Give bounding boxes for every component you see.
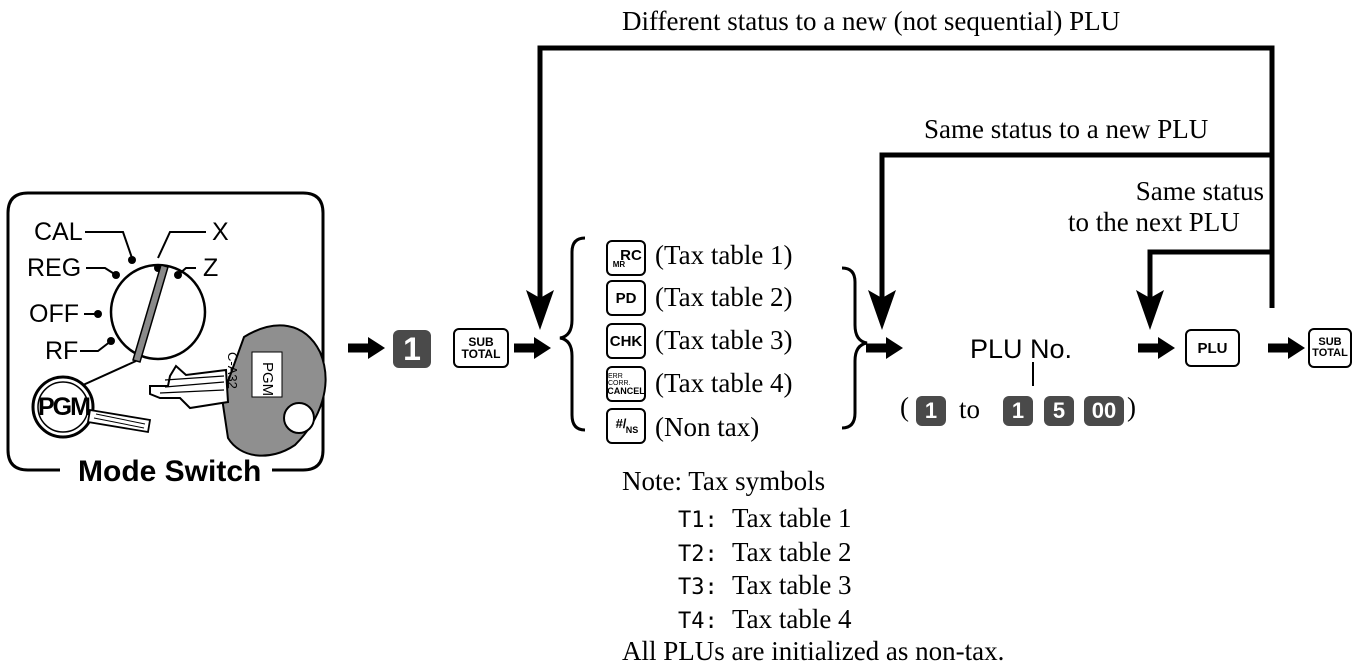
loop-different-status xyxy=(537,45,1275,308)
mode-label-cal: CAL xyxy=(34,218,83,246)
tax-key-ns-top: #/ xyxy=(615,416,627,431)
tax-key-rc: RC MR xyxy=(606,240,646,276)
tax-key-chk-top: CHK xyxy=(609,332,643,350)
right-brace xyxy=(841,266,868,430)
notes-symbol-text: Tax table 2 xyxy=(732,536,852,567)
notes-symbol-list: T1: Tax table 1 T2: Tax table 2 T3: Tax tab… xyxy=(678,503,852,637)
tax-label-4: (Tax table 4) xyxy=(655,368,793,398)
subtotal-key-2-bottom: TOTAL xyxy=(1312,347,1348,359)
loop-same-status-next-label-2: to the next PLU xyxy=(1068,207,1240,237)
loop-different-status-label: Different status to a new (not sequentia… xyxy=(622,6,1121,36)
loop-same-status-new xyxy=(879,152,1272,300)
key-blade xyxy=(149,364,230,410)
subtotal-key-2-top: SUB xyxy=(1318,336,1342,348)
plu-no-label: PLU No. xyxy=(970,334,1073,364)
dial-pointer xyxy=(132,264,169,363)
tax-key-ns-bottom: NS xyxy=(625,425,639,435)
key-number-1: 1 xyxy=(393,330,431,368)
notes-symbol-text: Tax table 3 xyxy=(732,570,852,600)
left-brace xyxy=(559,236,586,432)
notes-footer: All PLUs are initialized as non-tax. xyxy=(622,636,1005,666)
notes-heading: Note: Tax symbols xyxy=(622,466,826,496)
loop-same-status-new-label: Same status to a new PLU xyxy=(924,114,1209,144)
notes-symbol-row: T3: Tax table 3 xyxy=(678,570,852,604)
tax-label-2: (Tax table 2) xyxy=(655,282,793,312)
notes-symbol-row: T4: Tax table 4 xyxy=(678,604,852,638)
plu-open-paren: ( xyxy=(900,392,909,422)
notes-symbol-code: T2: xyxy=(678,541,718,567)
plu-to-key-3: 00 xyxy=(1084,396,1124,426)
tax-label-5: (Non tax) xyxy=(655,412,760,442)
notes-symbol-code: T4: xyxy=(678,608,718,634)
key-code-label: C-A32 xyxy=(225,352,240,389)
plu-from-key: 1 xyxy=(916,396,946,426)
loop-same-status-next-label-1: Same status xyxy=(1135,176,1264,206)
notes-symbol-row: T1: Tax table 1 xyxy=(678,503,852,537)
tax-label-3: (Tax table 3) xyxy=(655,325,793,355)
mode-label-off: OFF xyxy=(29,300,79,328)
notes-symbol-text: Tax table 1 xyxy=(732,503,852,533)
subtotal-key-1: SUB TOTAL xyxy=(453,328,509,368)
tax-key-err-corr: ERR CORR. CANCEL xyxy=(606,366,646,402)
mode-label-z: Z xyxy=(203,254,219,282)
tax-key-ns: #/ NS xyxy=(606,408,646,444)
mode-label-reg: REG xyxy=(27,254,82,282)
tax-key-rc-top: RC xyxy=(620,246,642,264)
tax-key-err-bottom: CANCEL xyxy=(607,385,645,396)
subtotal-key-top: SUB xyxy=(468,335,494,349)
key-pgm-label: PGM xyxy=(259,362,276,397)
tax-key-rc-bottom: MR xyxy=(612,259,626,269)
notes-symbol-text: Tax table 4 xyxy=(732,603,852,634)
plu-key-label: PLU xyxy=(1197,339,1228,357)
tax-label-1: (Tax table 1) xyxy=(655,240,793,270)
tax-key-chk: CHK xyxy=(606,323,646,359)
plu-to-key-1: 1 xyxy=(1003,396,1033,426)
plu-to-word: to xyxy=(959,394,981,424)
plu-key: PLU xyxy=(1185,329,1240,367)
mode-switch-title: Mode Switch xyxy=(78,455,262,488)
notes-symbol-row: T2: Tax table 2 xyxy=(678,537,852,571)
tax-key-pd-top: PD xyxy=(615,289,637,307)
mode-label-x: X xyxy=(212,218,229,246)
subtotal-key-bottom: TOTAL xyxy=(461,347,501,361)
plu-to-key-2: 5 xyxy=(1044,396,1074,426)
tax-key-pd: PD xyxy=(606,280,646,316)
tax-key-err-top: ERR CORR. xyxy=(608,372,631,387)
mode-switch-frame xyxy=(6,191,325,472)
mode-selected-pgm: PGM xyxy=(38,393,91,421)
notes-symbol-code: T3: xyxy=(678,575,718,600)
mode-label-rf: RF xyxy=(45,337,79,365)
loop-same-status-next xyxy=(1147,249,1272,300)
plu-close-paren: ) xyxy=(1127,392,1136,422)
notes-symbol-code: T1: xyxy=(678,508,718,533)
subtotal-key-2: SUB TOTAL xyxy=(1308,328,1352,368)
